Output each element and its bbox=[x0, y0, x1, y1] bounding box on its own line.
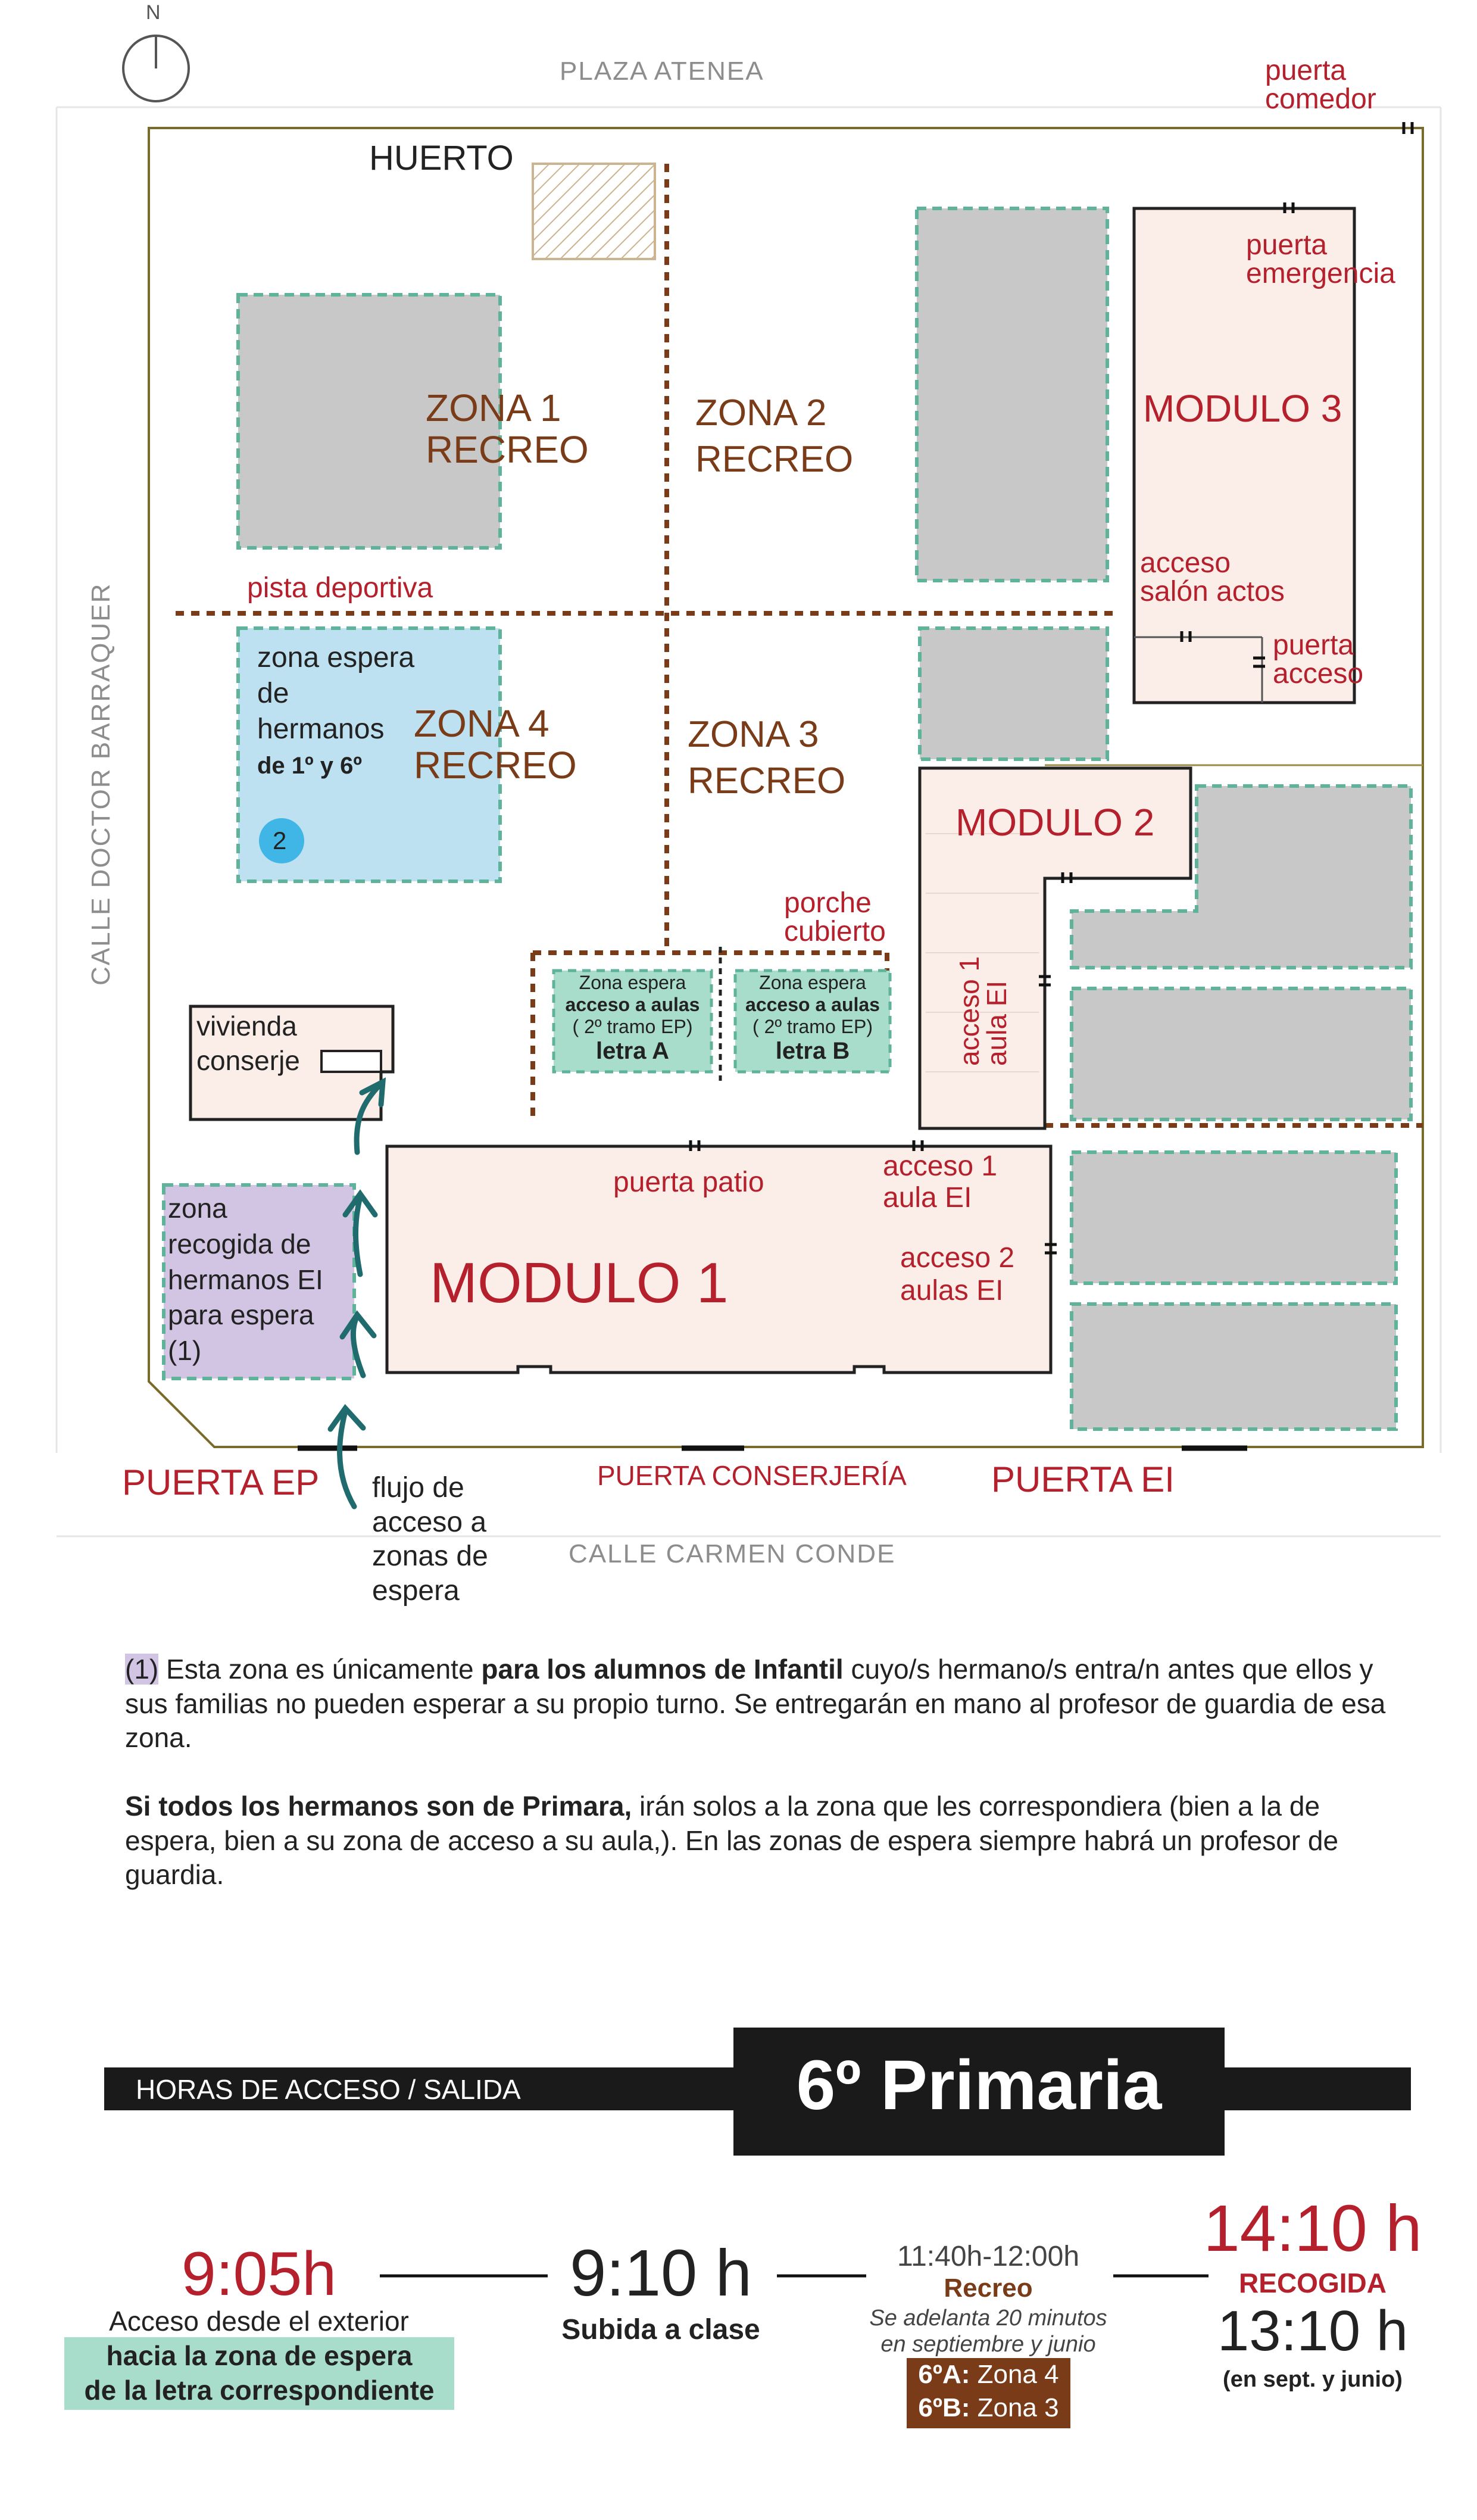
puerta-ei-label: PUERTA EI bbox=[991, 1459, 1175, 1499]
pista-label: pista deportiva bbox=[247, 572, 433, 604]
modulo-2-shape bbox=[918, 766, 1192, 1130]
door-marks bbox=[689, 122, 1414, 1255]
t4-caption: RECOGIDA bbox=[1239, 2268, 1387, 2298]
modulo1-label: MODULO 1 bbox=[430, 1251, 729, 1315]
t3-group-b: 6ºB: Zona 3 bbox=[918, 2393, 1059, 2422]
t4-time: 14:10 h bbox=[1203, 2192, 1422, 2265]
badge-circle bbox=[259, 818, 304, 863]
huerto-area bbox=[532, 163, 656, 260]
huerto-label: HUERTO bbox=[369, 139, 514, 177]
course-title: 6º Primaria bbox=[796, 2046, 1162, 2125]
grey-blocks bbox=[236, 207, 1413, 1431]
t1-caption: Acceso desde el exterior bbox=[109, 2306, 409, 2337]
site-boundary bbox=[148, 127, 1424, 1448]
modulo-3-shape bbox=[1132, 207, 1356, 704]
puerta-conserjeria-label: PUERTA CONSERJERÍA bbox=[597, 1460, 907, 1491]
puerta-ep-label: PUERTA EP bbox=[122, 1462, 320, 1502]
modulo3-label: MODULO 3 bbox=[1143, 387, 1342, 430]
compass-label: N bbox=[146, 1, 161, 24]
t3-time: 11:40h-12:00h bbox=[897, 2241, 1080, 2272]
modulo2-label: MODULO 2 bbox=[955, 801, 1155, 844]
surroundings bbox=[55, 106, 1442, 1537]
espera-B-label: Zona espera acceso a aulas ( 2º tramo EP… bbox=[745, 972, 880, 1065]
modulo-1-shape bbox=[385, 1144, 1053, 1374]
course-box bbox=[733, 2028, 1225, 2156]
puerta-patio-label: puerta patio bbox=[613, 1167, 764, 1198]
schedule-header-label: HORAS DE ACCESO / SALIDA bbox=[136, 2074, 521, 2105]
note-2: Si todos los hermanos son de Primara, ir… bbox=[125, 1791, 1339, 1890]
espera-badge: 2 bbox=[273, 827, 287, 854]
recogida-ei-label: zona recogida de hermanos EI para espera… bbox=[168, 1193, 323, 1367]
t3-groups-box: 6ºA: Zona 4 6ºB: Zona 3 bbox=[907, 2358, 1070, 2428]
t3-caption: Recreo bbox=[944, 2273, 1033, 2303]
t3-group-a: 6ºA: Zona 4 bbox=[918, 2360, 1059, 2389]
recogida-ei-zone bbox=[162, 1183, 356, 1380]
t4-alt-time: 13:10 h bbox=[1217, 2299, 1409, 2363]
t1-time: 9:05h bbox=[181, 2240, 337, 2309]
espera-A-zone bbox=[552, 969, 713, 1074]
t2-caption: Subida a clase bbox=[561, 2314, 760, 2346]
flow-arrows bbox=[327, 1077, 386, 1509]
street-south: CALLE CARMEN CONDE bbox=[569, 1539, 896, 1568]
street-north: PLAZA ATENEA bbox=[560, 57, 764, 86]
street-west: CALLE DOCTOR BARRAQUER bbox=[86, 582, 115, 985]
t4-alt-note: (en sept. y junio) bbox=[1223, 2367, 1403, 2392]
espera-A-label: Zona espera acceso a aulas ( 2º tramo EP… bbox=[565, 972, 700, 1065]
t2-time: 9:10 h bbox=[570, 2237, 752, 2310]
note-1: (1) Esta zona es únicamente para los alu… bbox=[125, 1654, 1386, 1753]
compass-icon bbox=[122, 35, 190, 102]
espera-B-zone bbox=[733, 969, 892, 1074]
espera-hermanos-label: zona espera de hermanos de 1º y 6º bbox=[257, 642, 415, 779]
flujo-label: flujo de acceso a zonas de espera bbox=[372, 1472, 488, 1607]
